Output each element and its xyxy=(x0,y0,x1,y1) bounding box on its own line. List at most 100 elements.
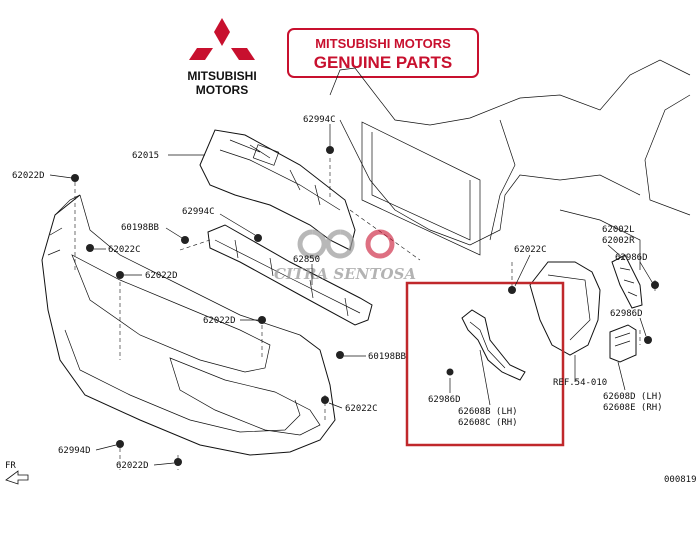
label-62986D: 62986D xyxy=(428,395,461,405)
fasteners xyxy=(71,146,659,466)
label-62986D: 62986D xyxy=(610,309,643,319)
bolt-icon xyxy=(181,236,189,244)
label-62608E: 62608E (RH) xyxy=(603,403,663,413)
watermark-text: CITRA SENTOSA xyxy=(274,265,416,283)
badge-line1: MITSUBISHI MOTORS xyxy=(315,36,451,51)
badge-border xyxy=(287,28,479,78)
radiator-support-outline xyxy=(339,119,641,246)
label-62015: 62015 xyxy=(132,151,159,161)
watermark: CITRA SENTOSA xyxy=(274,229,416,283)
label-62022C: 62022C xyxy=(108,245,141,255)
label-62022D: 62022D xyxy=(203,316,236,326)
leader-line xyxy=(153,462,175,466)
side-bracket-holes xyxy=(619,267,638,297)
label-62994C: 62994C xyxy=(182,207,215,217)
bolt-icon xyxy=(174,458,182,466)
label-62022C: 62022C xyxy=(345,404,378,414)
logo-diamond-top xyxy=(214,18,230,46)
bumper-beam-part xyxy=(207,224,373,326)
genuine-parts-badge: MITSUBISHI MOTORS GENUINE PARTS xyxy=(287,28,479,78)
label-62986D: 62986D xyxy=(615,253,648,263)
front-arrow-icon xyxy=(5,470,29,485)
fender-outline xyxy=(644,94,691,216)
bumper-beam-body xyxy=(207,224,373,326)
label-62022D: 62022D xyxy=(116,461,149,471)
bolt-icon xyxy=(258,316,266,324)
bumper-cover-part xyxy=(41,194,336,456)
leader-line xyxy=(165,227,183,239)
radiator-frame xyxy=(361,121,481,256)
leader-line xyxy=(607,244,626,261)
label-62608D: 62608D (LH) xyxy=(603,392,663,402)
label-62608B: 62608B (LH) xyxy=(458,407,518,417)
bolt-icon xyxy=(651,281,659,289)
leader-lines xyxy=(49,124,653,466)
headlamp-area xyxy=(529,254,643,382)
highlight-box xyxy=(405,281,565,447)
bolt-icon xyxy=(116,440,124,448)
label-ref: REF.54-010 xyxy=(553,378,607,388)
hood-ridge-outline xyxy=(329,59,691,126)
clip-62608D-detail xyxy=(614,332,631,347)
bracket-62608B-detail xyxy=(469,321,506,369)
label-62022C: 62022C xyxy=(514,245,547,255)
label-62022D: 62022D xyxy=(145,271,178,281)
watermark-gear-red xyxy=(365,229,395,259)
label-62002L: 62002L xyxy=(602,225,635,235)
bumper-beam-ribs xyxy=(214,239,361,317)
label-60198BB: 60198BB xyxy=(121,223,159,233)
label-62002R: 62002R xyxy=(602,236,635,246)
label-60198BB: 60198BB xyxy=(368,352,406,362)
bolt-icon xyxy=(508,286,516,294)
bolt-icon xyxy=(326,146,334,154)
leader-line xyxy=(639,261,653,283)
bolt-icon xyxy=(446,368,454,376)
headlamp-bracket-detail xyxy=(547,274,591,341)
part-labels: 62022D 62015 62994C 60198BB 62994C 62022… xyxy=(12,115,663,471)
headlamp-bracket xyxy=(529,261,601,356)
radiator-inner xyxy=(371,132,471,241)
upper-bracket-ribs xyxy=(219,139,341,211)
leader-line xyxy=(479,349,491,406)
label-62994D: 62994D xyxy=(58,446,91,456)
guide-line xyxy=(179,239,211,251)
bolt-icon xyxy=(321,396,329,404)
leader-line xyxy=(219,213,256,236)
bumper-cover-outline xyxy=(41,194,336,456)
logo-text-motors: MOTORS xyxy=(196,83,248,97)
front-label: FR xyxy=(5,461,16,471)
bolt-icon xyxy=(71,174,79,182)
clip-62608D xyxy=(609,324,637,363)
upper-bracket-pad xyxy=(252,144,280,166)
bolt-icon xyxy=(86,244,94,252)
side-bracket-62002 xyxy=(611,254,643,309)
body-outline xyxy=(329,59,691,270)
bumper-left-side-fin xyxy=(47,194,81,256)
bumper-lower-opening xyxy=(64,329,301,433)
bolt-icon xyxy=(644,336,652,344)
inner-panel-line xyxy=(489,119,516,241)
logo-diamond-left xyxy=(189,48,213,60)
bracket-62608B xyxy=(461,309,526,381)
front-direction-indicator: FR xyxy=(5,461,29,485)
bumper-grille-opening xyxy=(71,254,271,373)
leader-line xyxy=(617,361,626,391)
leader-line xyxy=(514,254,531,287)
logo-diamond-right xyxy=(231,48,255,60)
label-62850: 62850 xyxy=(293,255,320,265)
watermark-gear-icon xyxy=(297,229,355,259)
highlight-rect xyxy=(405,281,565,447)
diagram-code: 000819 xyxy=(664,475,697,485)
bolt-icon xyxy=(116,271,124,279)
label-62994C: 62994C xyxy=(303,115,336,125)
headlamp-lower-outline xyxy=(559,209,641,270)
label-62022D: 62022D xyxy=(12,171,45,181)
leader-line xyxy=(328,402,343,409)
leader-line xyxy=(639,317,647,337)
bumper-upper-edge xyxy=(79,194,301,336)
guide-lines xyxy=(74,158,656,470)
leader-line xyxy=(49,174,73,179)
leader-line xyxy=(95,444,117,451)
logo-text-mitsubishi: MITSUBISHI xyxy=(187,69,256,83)
